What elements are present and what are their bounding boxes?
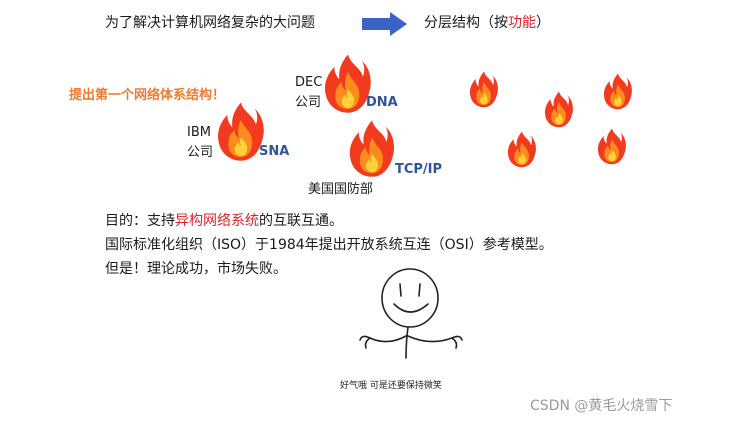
callout-text: 提出第一个网络体系结构！ bbox=[69, 88, 226, 103]
header-result-prefix: 分层结构（按 bbox=[424, 15, 508, 31]
label-dec-company: 公司 bbox=[295, 95, 322, 110]
stick-figure-shrug bbox=[359, 268, 463, 359]
header-result-highlight: 功能 bbox=[508, 15, 536, 31]
label-sna: SNA bbox=[259, 144, 290, 159]
fire-icon bbox=[543, 90, 575, 128]
body-line-3: 但是！理论成功，市场失败。 bbox=[105, 261, 287, 277]
meme-caption: 好气哦 可是还要保持微笑 bbox=[340, 381, 442, 391]
fire-icon bbox=[506, 130, 538, 168]
fire-icon bbox=[216, 100, 266, 162]
fire-icon bbox=[468, 70, 500, 108]
body-line-1: 目的：支持异构网络系统的互联互通。 bbox=[105, 212, 343, 230]
label-ibm-company: 公司 bbox=[187, 145, 214, 160]
header-title: 为了解决计算机网络复杂的大问题 bbox=[105, 15, 315, 31]
label-dod: 美国国防部 bbox=[308, 182, 374, 197]
watermark: CSDN @黄毛火烧雪下 bbox=[530, 398, 673, 414]
header-result-suffix: ） bbox=[536, 15, 550, 31]
body-line-1-highlight: 异构网络系统 bbox=[175, 213, 259, 229]
label-tcpip: TCP/IP bbox=[395, 162, 443, 177]
label-dec: DEC bbox=[295, 75, 323, 90]
right-arrow-icon bbox=[362, 12, 407, 36]
header-result: 分层结构（按功能） bbox=[424, 14, 550, 32]
fire-icon bbox=[322, 52, 374, 114]
fire-icon bbox=[602, 72, 634, 110]
label-dna: DNA bbox=[366, 95, 398, 110]
body-line-2: 国际标准化组织（ISO）于1984年提出开放系统互连（OSI）参考模型。 bbox=[105, 237, 553, 253]
body-line-1-prefix: 目的：支持 bbox=[105, 213, 175, 229]
fire-icon bbox=[348, 118, 396, 178]
label-ibm: IBM bbox=[187, 125, 211, 140]
fire-icon bbox=[596, 127, 628, 165]
body-line-1-suffix: 的互联互通。 bbox=[259, 213, 343, 229]
